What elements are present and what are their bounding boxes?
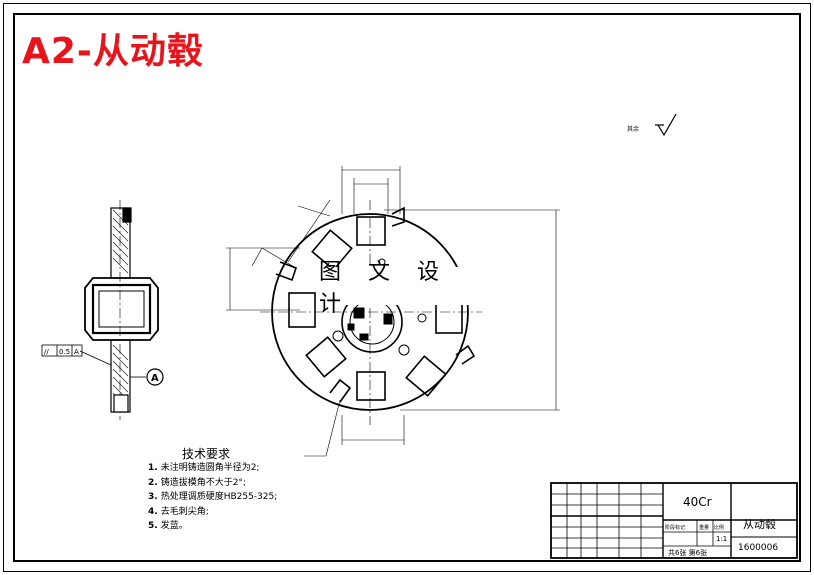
sheet-info-text: 共6张 第6张: [668, 549, 708, 557]
roughness-symbol: [655, 113, 677, 137]
stage-label: 阶段标记: [665, 525, 686, 531]
hub-outline: [84, 277, 159, 341]
slot-top: [356, 216, 386, 246]
front-view: [226, 166, 560, 457]
slot-lower-left: [305, 336, 347, 378]
side-section-view: [41, 200, 164, 420]
datum-circle: [146, 368, 164, 386]
ratio-label: 比例: [714, 525, 725, 531]
watermark-overlay: 图 文 设 计: [319, 260, 488, 317]
drawing-title: A2-从动毂: [22, 31, 204, 72]
slot-upper-left: [311, 229, 353, 271]
drawing-frame: [13, 13, 801, 562]
hub-bore: [91, 283, 152, 335]
slot-lower-right: [405, 355, 447, 397]
weight-label: 重量: [699, 525, 710, 531]
part-name-text: 从动毂: [743, 518, 776, 531]
slot-bottom: [356, 371, 386, 401]
tolerance-value: 0.5: [59, 348, 70, 356]
tolerance-symbol: //: [44, 348, 49, 356]
technical-requirements-heading: 技术要求: [182, 447, 231, 461]
drawing-number-text: 1600006: [738, 543, 779, 553]
outer-border: [3, 3, 811, 572]
title-block: [550, 482, 798, 559]
scale-text: 1:1: [716, 535, 728, 543]
requirement-item: 1.未注明铸造圆角半径为2;: [148, 463, 260, 473]
datum-letter: A: [151, 373, 159, 384]
tolerance-datum: A: [74, 348, 79, 356]
roughness-label: 其余: [627, 125, 639, 133]
requirement-item: 3.热处理调质硬度HB255-325;: [148, 492, 278, 502]
material-text: 40Cr: [683, 495, 712, 509]
requirement-item: 4.去毛刺尖角;: [148, 506, 209, 517]
technical-requirements-list: 1.未注明铸造圆角半径为2; 2.铸造拔模角不大于2°; 3.热处理调质硬度HB…: [148, 461, 277, 534]
requirement-item: 2.铸造拔模角不大于2°;: [148, 477, 246, 488]
requirement-item: 5.发蓝。: [148, 521, 188, 531]
tolerance-frame: [41, 344, 83, 357]
keyway-fill: [122, 207, 132, 223]
